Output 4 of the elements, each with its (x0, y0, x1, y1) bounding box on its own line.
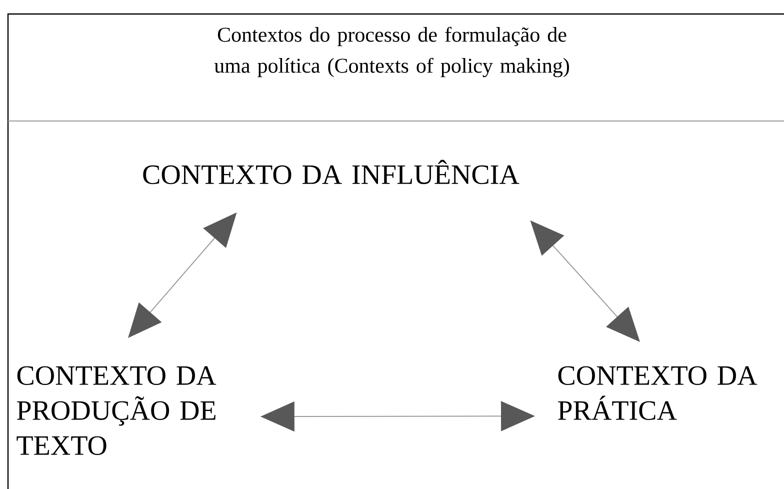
context-label: CONTEXTO DA PRÁTICA (558, 366, 758, 420)
context-label: CONTEXTO DA INFLUÊNCIA (143, 160, 520, 184)
context-label: CONTEXTO DA PRODUÇÃO DE TEXTO (16, 366, 216, 455)
title: Contextos do processo de formulação de uma política (Contexts of policy making) (214, 26, 569, 78)
